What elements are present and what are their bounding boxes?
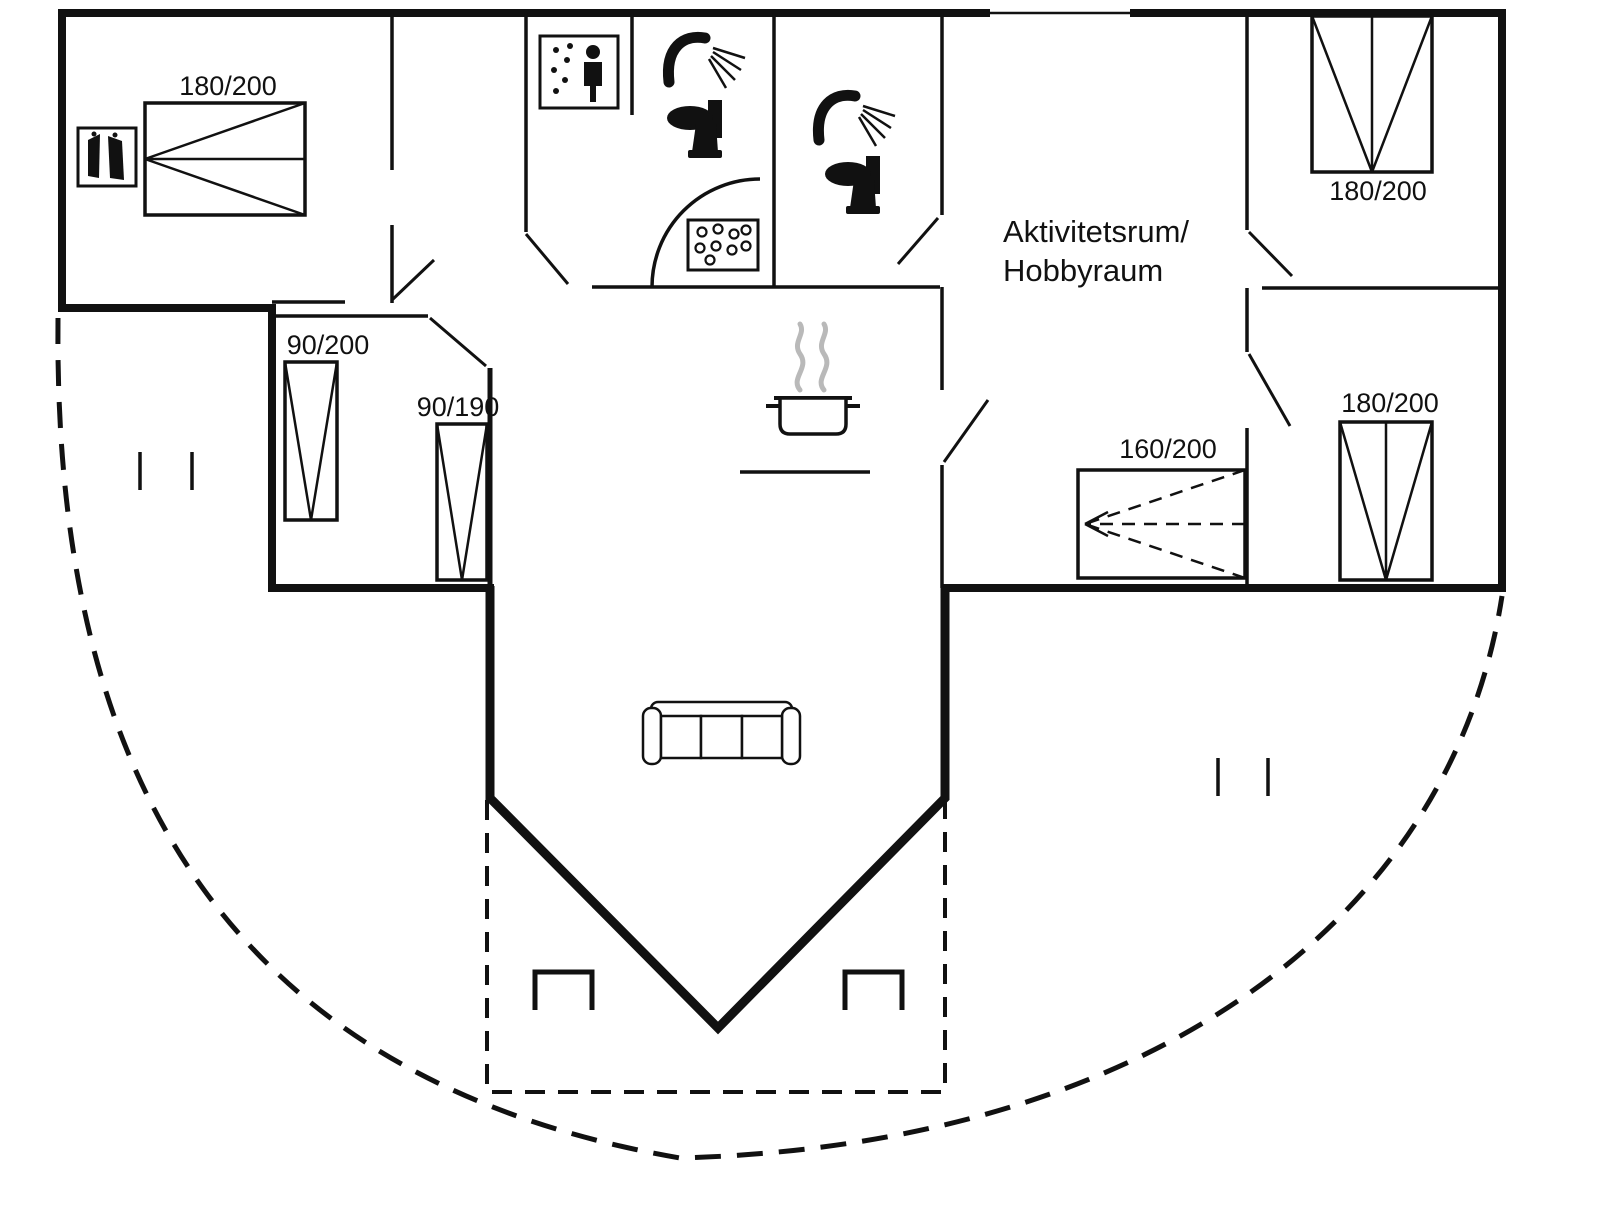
toilet-stem: [692, 124, 718, 152]
dot: [562, 77, 568, 83]
steam-wisp: [818, 321, 830, 393]
bay-wall: [485, 586, 950, 1035]
shower-icon: [812, 89, 896, 147]
garment-shape: [108, 136, 124, 180]
shower-hose: [662, 31, 711, 88]
tray-frame: [686, 218, 760, 272]
sofa-cushion: [659, 714, 703, 760]
door-leaf: [942, 399, 990, 463]
activity-room-label: Aktivitetsrum/ Hobbyraum: [1003, 214, 1189, 288]
bed-detail: [1338, 421, 1434, 581]
terrace-lower-rect: [485, 800, 947, 1094]
bed-outline: [283, 360, 339, 522]
door-leaf: [429, 316, 487, 368]
bed-size-label: 90/200: [287, 330, 370, 360]
toilet-icon: [667, 100, 722, 158]
door-leaf: [1247, 353, 1292, 427]
sofa-icon: [641, 700, 802, 766]
figure-body: [584, 62, 602, 102]
shower-icon: [662, 31, 746, 89]
hanger-dot: [91, 131, 97, 137]
bed-size-label: 90/190: [417, 392, 500, 422]
toilet-stem: [850, 180, 876, 208]
dot: [553, 88, 559, 94]
bed-top-left: 180/200: [143, 71, 307, 217]
dot: [551, 67, 557, 73]
bed-arrow: [1084, 510, 1109, 538]
wardrobe-icon: [76, 126, 138, 188]
bed-guest: 160/200: [1076, 434, 1247, 580]
bed-top-right: 180/200: [1310, 14, 1434, 206]
bed-size-label: 160/200: [1119, 434, 1217, 464]
bed-single-left: 90/200: [283, 330, 370, 522]
washing-machine-icon: [538, 34, 620, 110]
bed-single-mid: 90/190: [417, 392, 500, 582]
bay-door-post: [532, 969, 595, 1010]
bed-detail: [1310, 15, 1434, 173]
room-label-line2: Hobbyraum: [1003, 253, 1163, 288]
sofa-armrest: [780, 706, 802, 766]
bed-size-label: 180/200: [1341, 388, 1439, 418]
tray-drain-dots: [694, 223, 752, 266]
shower-hose: [812, 89, 861, 146]
door-leaf: [390, 258, 436, 302]
shower-spray: [857, 104, 896, 147]
steam-wisp: [794, 321, 806, 393]
toilet-base: [846, 206, 880, 214]
bed-detail: [144, 101, 306, 217]
bed-detail: [283, 361, 339, 521]
pot-body: [778, 396, 848, 436]
bay-door-post: [842, 969, 905, 1010]
dot: [553, 47, 559, 53]
stove-pot-icon: [766, 321, 860, 436]
figure-head: [586, 45, 600, 59]
dot: [567, 43, 573, 49]
terrace-outline: [55, 317, 1505, 1161]
terrace-curve: [55, 317, 1505, 1161]
toilet-icon: [825, 156, 880, 214]
sofa-armrest: [641, 706, 663, 766]
bed-outline: [435, 422, 489, 582]
washer-frame: [538, 34, 620, 110]
exterior-walls: [58, 9, 1506, 1035]
door-leaf: [524, 233, 570, 285]
bed-middle-right: 180/200: [1338, 388, 1439, 582]
hanger-dot: [112, 132, 118, 138]
bed-size-label: 180/200: [1329, 176, 1427, 206]
terrace-post-marks: [138, 452, 1270, 1010]
room-label-line1: Aktivitetsrum/: [1003, 214, 1189, 249]
door-swings: [390, 177, 1294, 463]
garment-shape: [88, 134, 100, 178]
sofa-cushion: [740, 714, 784, 760]
interior-walls: [272, 13, 1500, 588]
wardrobe-frame: [76, 126, 138, 188]
dot: [564, 57, 570, 63]
sofa-cushion: [699, 714, 744, 760]
shower-door-arc: [650, 177, 761, 288]
toilet-base: [688, 150, 722, 158]
shower-spray: [707, 46, 746, 89]
door-leaf: [1247, 230, 1294, 278]
shower-tray-icon: [686, 218, 760, 272]
bed-detail: [435, 423, 489, 581]
door-leaf: [896, 217, 940, 265]
bed-detail-dashed: [1084, 468, 1246, 580]
bed-size-label: 180/200: [179, 71, 277, 101]
